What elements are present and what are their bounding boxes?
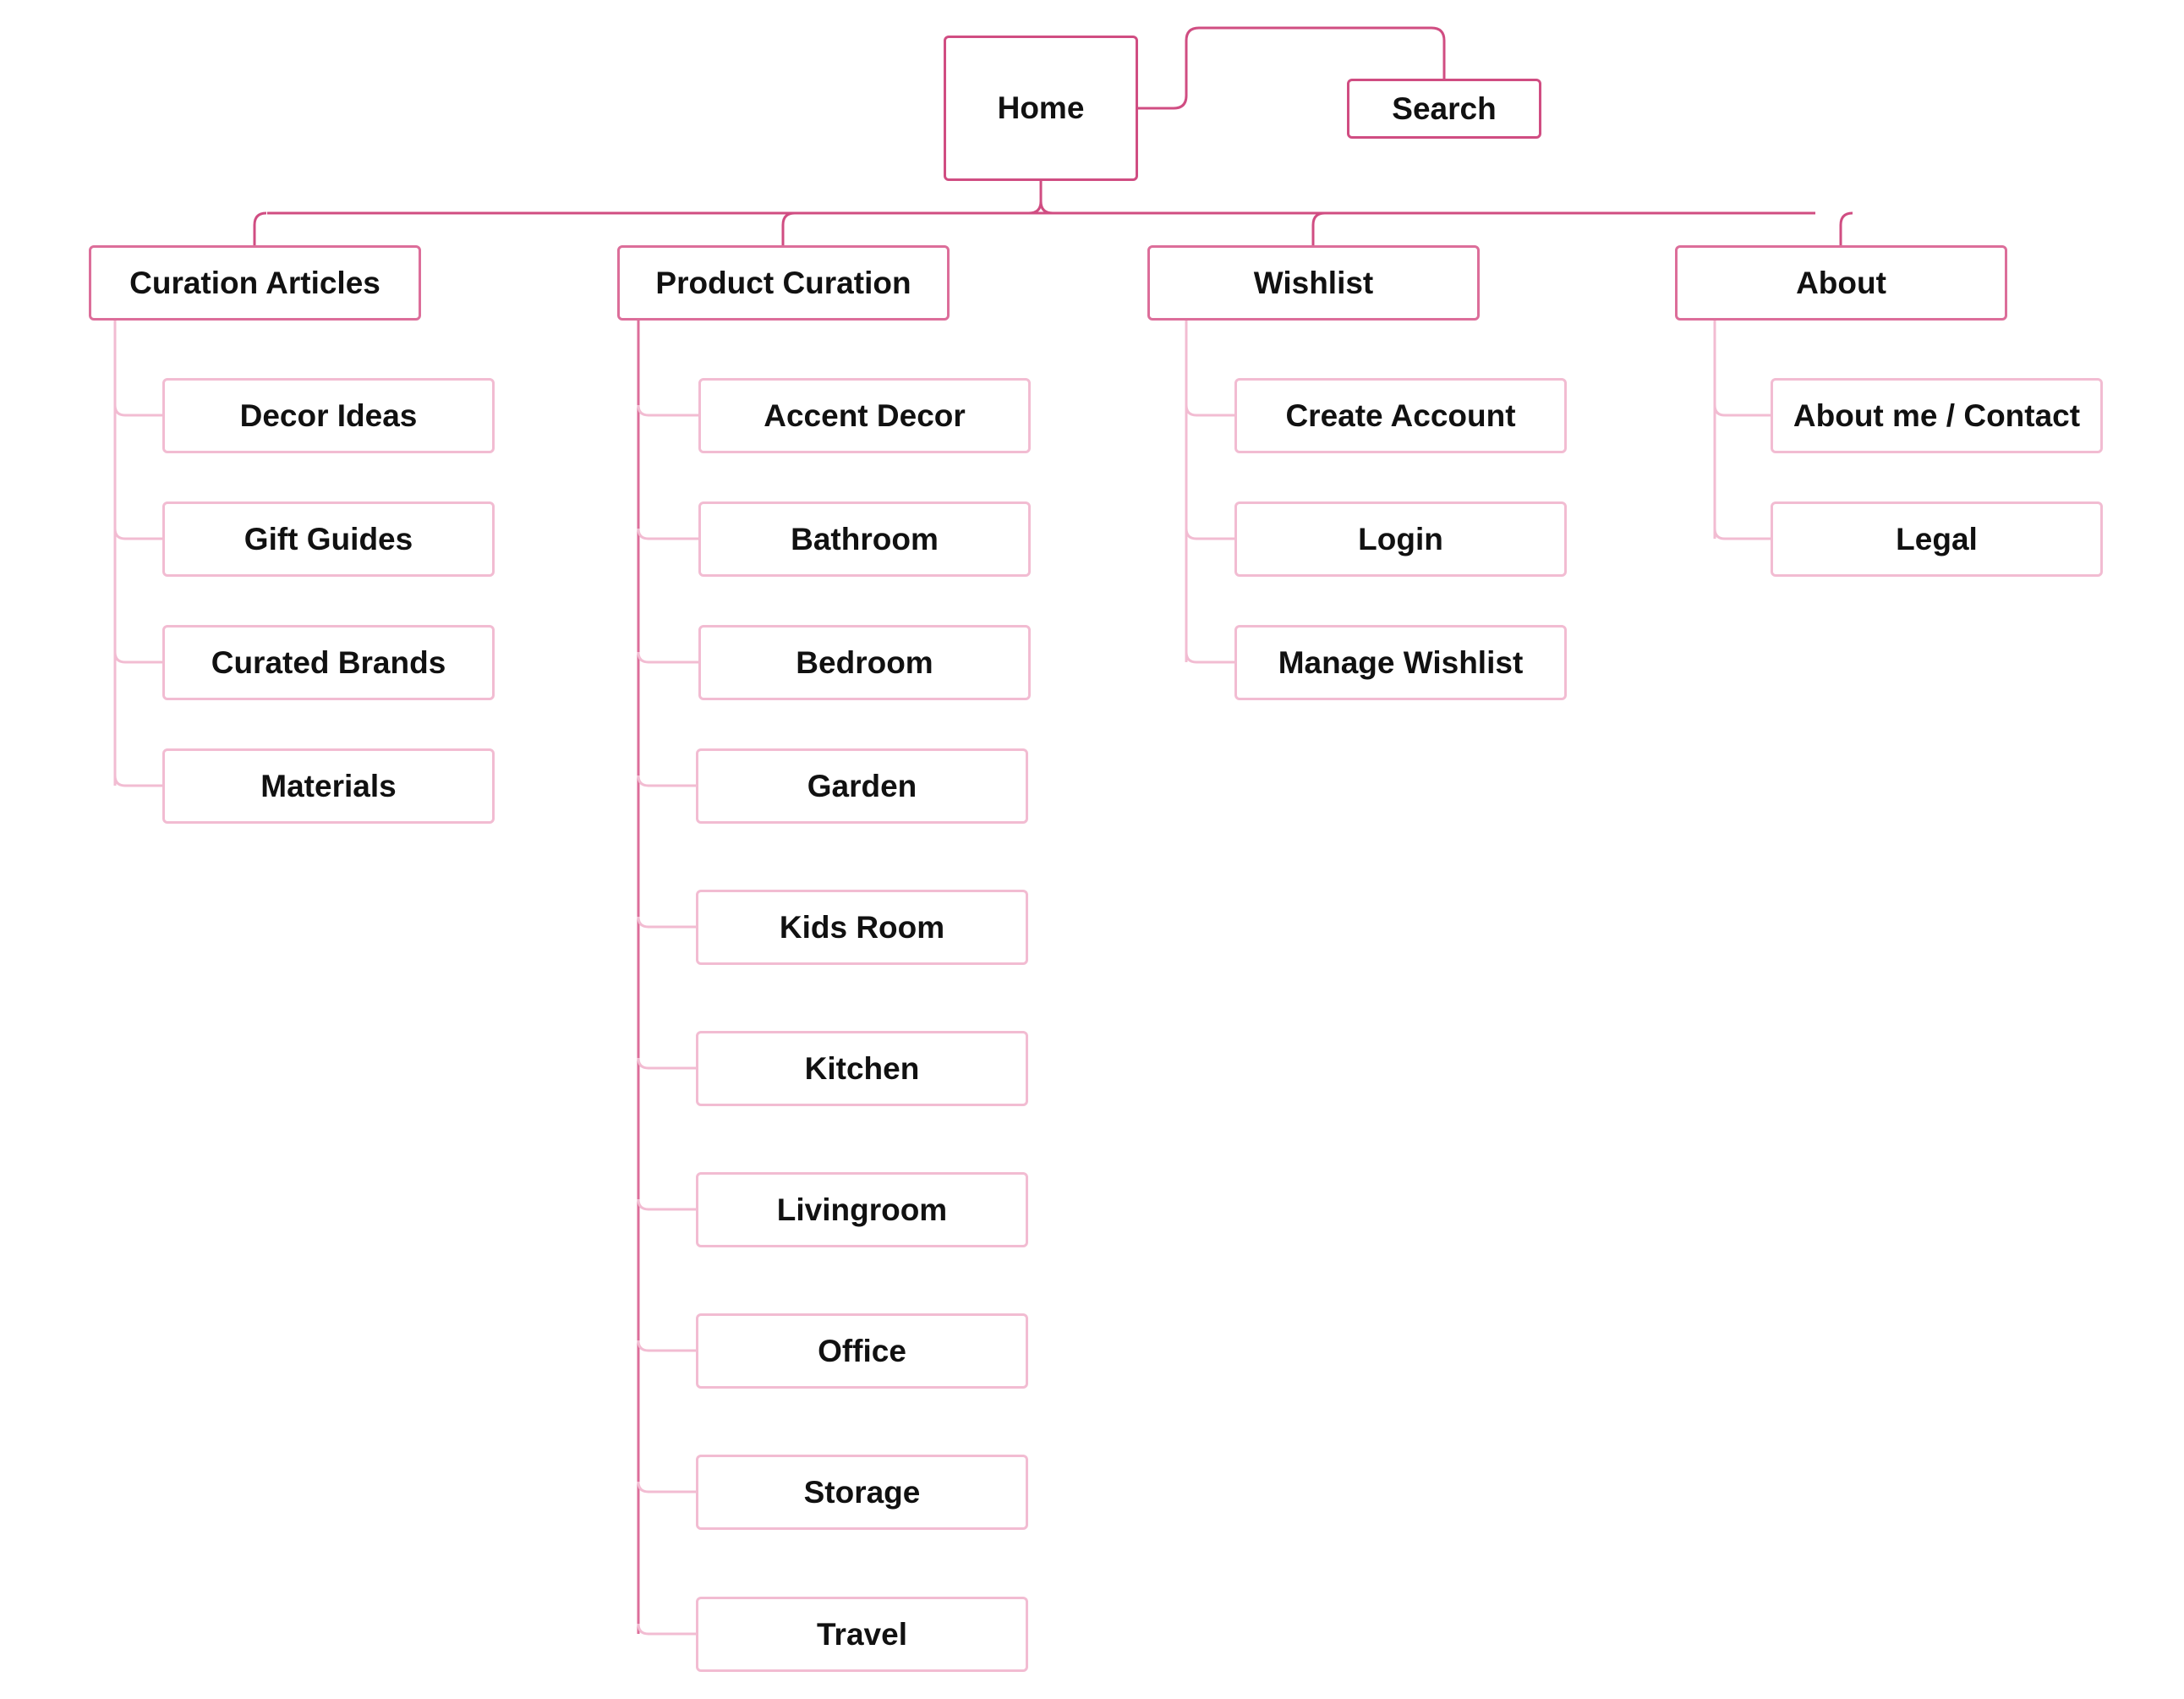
connector-branch-1-7: [637, 1340, 696, 1352]
node-storage: Storage: [696, 1455, 1028, 1530]
connector-branch-1-1: [637, 528, 698, 540]
node-office: Office: [696, 1313, 1028, 1389]
connector-branch-0-2: [113, 651, 162, 664]
node-create-account: Create Account: [1234, 378, 1567, 453]
connector-branch-1-2: [637, 651, 698, 664]
connector-branch-2-1: [1185, 528, 1234, 540]
connector-branch-3-1: [1713, 528, 1771, 540]
node-travel: Travel: [696, 1597, 1028, 1672]
connector-level1-drop-2: [1311, 211, 1326, 245]
node-curation-articles: Curation Articles: [89, 245, 421, 321]
node-decor-ideas: Decor Ideas: [162, 378, 495, 453]
connector-branch-3-0: [1713, 404, 1771, 417]
connector-home-bus: [1028, 181, 1043, 215]
node-curated-brands: Curated Brands: [162, 625, 495, 700]
node-kitchen: Kitchen: [696, 1031, 1028, 1106]
connector-branch-0-1: [113, 528, 162, 540]
node-about-me-contact: About me / Contact: [1771, 378, 2103, 453]
connector-branch-2-2: [1185, 651, 1234, 664]
node-bedroom: Bedroom: [698, 625, 1031, 700]
node-accent-decor: Accent Decor: [698, 378, 1031, 453]
node-wishlist: Wishlist: [1147, 245, 1480, 321]
connector-level1-drop-1: [781, 211, 796, 245]
connector-branch-1-8: [637, 1481, 696, 1493]
node-bathroom: Bathroom: [698, 501, 1031, 577]
node-materials: Materials: [162, 748, 495, 824]
node-manage-wishlist: Manage Wishlist: [1234, 625, 1567, 700]
connector-branch-1-3: [637, 775, 696, 787]
node-legal: Legal: [1771, 501, 2103, 577]
connector-home-bus-right: [1039, 200, 1054, 215]
connector-branch-0-3: [113, 775, 162, 787]
connector-branch-1-6: [637, 1198, 696, 1211]
node-kids-room: Kids Room: [696, 890, 1028, 965]
connector-home-search: [1138, 26, 1446, 110]
node-product-curation: Product Curation: [617, 245, 950, 321]
node-livingroom: Livingroom: [696, 1172, 1028, 1247]
connector-branch-1-0: [637, 404, 698, 417]
connector-branch-2-0: [1185, 404, 1234, 417]
connector-level1-drop-3: [1839, 211, 1853, 245]
connector-level1-drop-0: [253, 211, 267, 245]
node-about: About: [1675, 245, 2007, 321]
connector-branch-1-4: [637, 916, 696, 929]
connector-branch-1-5: [637, 1057, 696, 1070]
node-search: Search: [1347, 79, 1541, 139]
node-home: Home: [944, 36, 1138, 181]
node-gift-guides: Gift Guides: [162, 501, 495, 577]
connector-branch-1-9: [637, 1623, 696, 1636]
connector-branch-0-0: [113, 404, 162, 417]
node-garden: Garden: [696, 748, 1028, 824]
node-login: Login: [1234, 501, 1567, 577]
